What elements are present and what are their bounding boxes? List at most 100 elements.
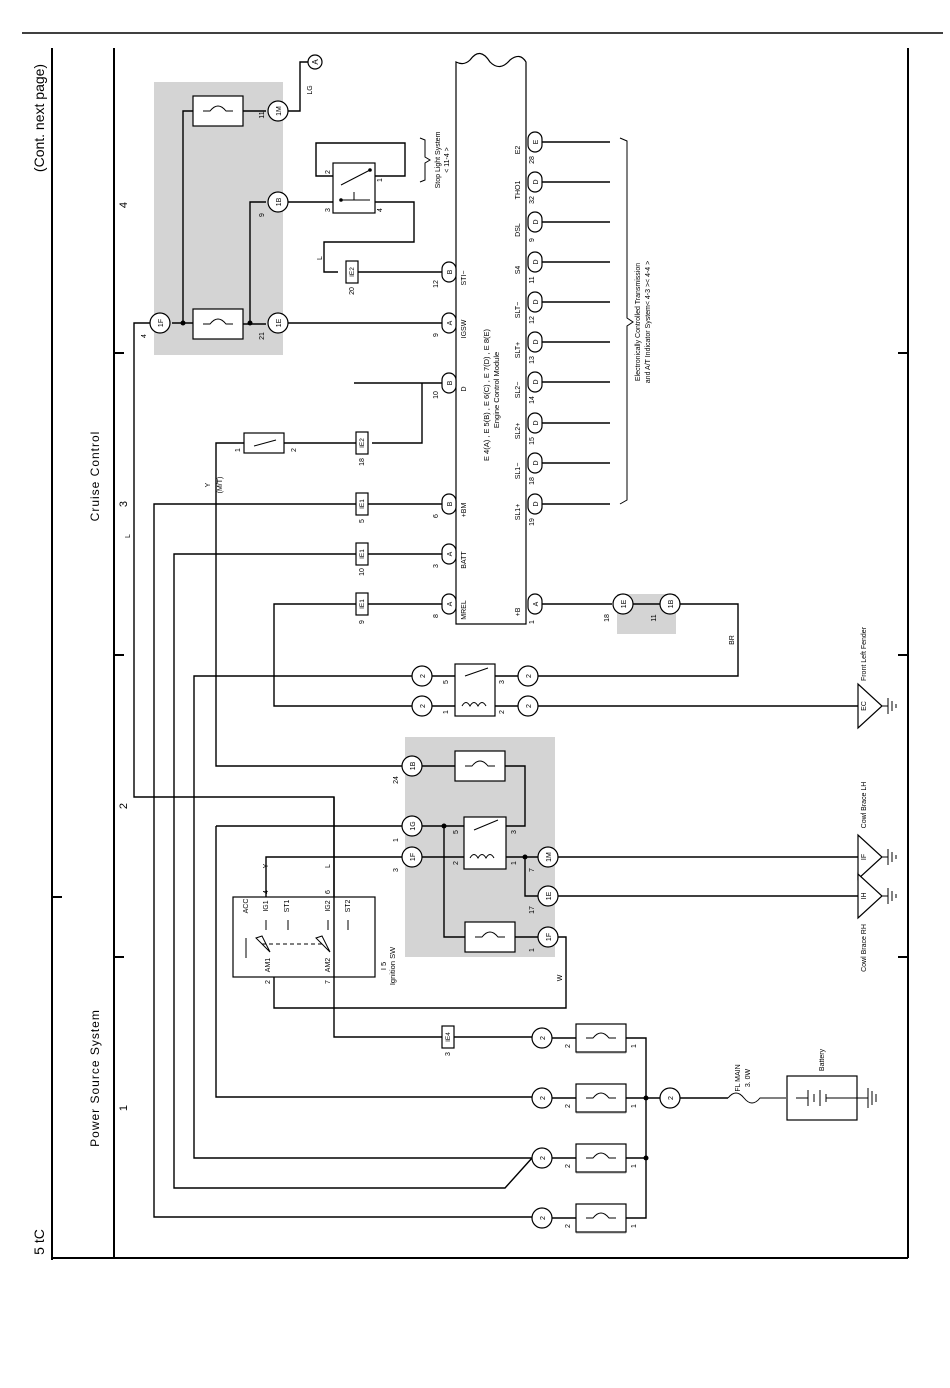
- svg-text:10: 10: [359, 568, 366, 576]
- ecm-subtitle: Engine Control Module: [492, 352, 501, 428]
- column-number-1: 1: [118, 1105, 130, 1111]
- svg-text:9: 9: [259, 213, 266, 217]
- svg-text:7: 7: [529, 868, 536, 872]
- svg-text:18: 18: [604, 614, 611, 622]
- ecm-pin-name: DSL: [515, 223, 522, 237]
- svg-text:EC: EC: [861, 701, 868, 711]
- ect-bracket: [619, 137, 634, 505]
- mid-fuse-bottom: [464, 921, 516, 953]
- wire-batt: [173, 553, 533, 1189]
- upper-fuse-bottom: [192, 308, 244, 340]
- wire-color-w: W: [557, 974, 564, 981]
- fusible-link: [727, 1092, 786, 1104]
- svg-text:ACC: ACC: [243, 899, 250, 914]
- fusible-link-rating: 3. 0W: [745, 1068, 752, 1087]
- svg-text:A: A: [533, 601, 540, 606]
- column-number-2: 2: [118, 803, 130, 809]
- svg-text:18: 18: [359, 458, 366, 466]
- junction-2-fl: 2: [659, 1087, 681, 1109]
- svg-text:2: 2: [526, 704, 533, 708]
- svg-text:B: B: [447, 501, 454, 506]
- battery-label: Battery: [819, 1048, 826, 1071]
- ecm-pin-name: BATT: [461, 551, 468, 569]
- svg-text:AM2: AM2: [325, 958, 332, 973]
- svg-text:1: 1: [443, 710, 450, 714]
- svg-text:28: 28: [529, 156, 536, 164]
- svg-text:8: 8: [433, 614, 440, 618]
- svg-text:B: B: [447, 269, 454, 274]
- svg-text:2: 2: [668, 1096, 675, 1100]
- svg-text:5: 5: [453, 830, 460, 834]
- svg-text:5: 5: [359, 519, 366, 523]
- svg-text:2: 2: [499, 710, 506, 714]
- battery-ground: [857, 1088, 877, 1108]
- svg-text:9: 9: [529, 238, 536, 242]
- wire-color-lg: LG: [307, 85, 314, 94]
- ground-label: Cowl Brace RH: [861, 924, 868, 972]
- svg-text:2: 2: [526, 674, 533, 678]
- junction-2-r4: 2: [517, 695, 539, 717]
- wire-mt-y: [215, 442, 402, 767]
- svg-text:1: 1: [235, 448, 242, 452]
- wire-color-l-cruise: L: [125, 534, 132, 538]
- column-number-4: 4: [118, 202, 130, 208]
- continued-note: (Cont. next page): [31, 64, 47, 172]
- svg-text:1B: 1B: [668, 599, 675, 608]
- svg-text:3: 3: [511, 830, 518, 834]
- wire-d-ie2: [372, 383, 423, 444]
- svg-text:IE1: IE1: [359, 599, 366, 609]
- svg-text:1: 1: [529, 948, 536, 952]
- ecm-pin-name: SL2+: [515, 423, 522, 440]
- svg-text:3: 3: [325, 208, 332, 212]
- svg-text:1M: 1M: [546, 852, 553, 862]
- svg-text:2: 2: [540, 1216, 547, 1220]
- svg-text:D: D: [533, 219, 540, 224]
- svg-text:1: 1: [393, 838, 400, 842]
- svg-text:21: 21: [259, 332, 266, 340]
- svg-text:1F: 1F: [158, 319, 165, 327]
- ect-ref-2: and A/T Indicator System< 4-3 >< 4-4 >: [645, 261, 652, 383]
- ecm-pin-name: SLT−: [515, 302, 522, 318]
- ecm-pin-name: SL1+: [515, 504, 522, 521]
- ignition-switch: [232, 896, 376, 978]
- ecm-pin-name: D: [461, 386, 468, 391]
- svg-text:IG1: IG1: [263, 900, 270, 911]
- svg-text:1G: 1G: [410, 821, 417, 830]
- svg-text:1F: 1F: [410, 853, 417, 861]
- svg-text:2: 2: [540, 1096, 547, 1100]
- svg-text:ST1: ST1: [284, 899, 291, 912]
- svg-text:3: 3: [433, 564, 440, 568]
- svg-text:14: 14: [529, 396, 536, 404]
- svg-text:IE1: IE1: [359, 549, 366, 559]
- ignition-switch-name: Ignition SW: [388, 946, 397, 985]
- ecm-pin-name: MREL: [461, 600, 468, 620]
- svg-text:1E: 1E: [546, 891, 553, 900]
- svg-text:13: 13: [529, 356, 536, 364]
- svg-text:7: 7: [325, 980, 332, 984]
- connector-1g-mid: 1G 1: [393, 815, 423, 842]
- ecm-pin-name: SL1−: [515, 463, 522, 480]
- stop-switch-contact: [340, 169, 371, 201]
- svg-text:1: 1: [511, 861, 518, 865]
- wire-ig2-l: [333, 897, 442, 1038]
- svg-text:3: 3: [393, 868, 400, 872]
- svg-text:2: 2: [453, 861, 460, 865]
- svg-text:1E: 1E: [621, 599, 628, 608]
- svg-text:1M: 1M: [276, 106, 283, 116]
- svg-text:D: D: [533, 179, 540, 184]
- svg-text:18: 18: [529, 477, 536, 485]
- svg-text:A: A: [447, 320, 454, 325]
- svg-text:17: 17: [529, 906, 536, 914]
- svg-text:IF: IF: [861, 854, 868, 860]
- svg-text:2: 2: [565, 1164, 572, 1168]
- column-number-3: 3: [118, 501, 130, 507]
- svg-text:9: 9: [433, 333, 440, 337]
